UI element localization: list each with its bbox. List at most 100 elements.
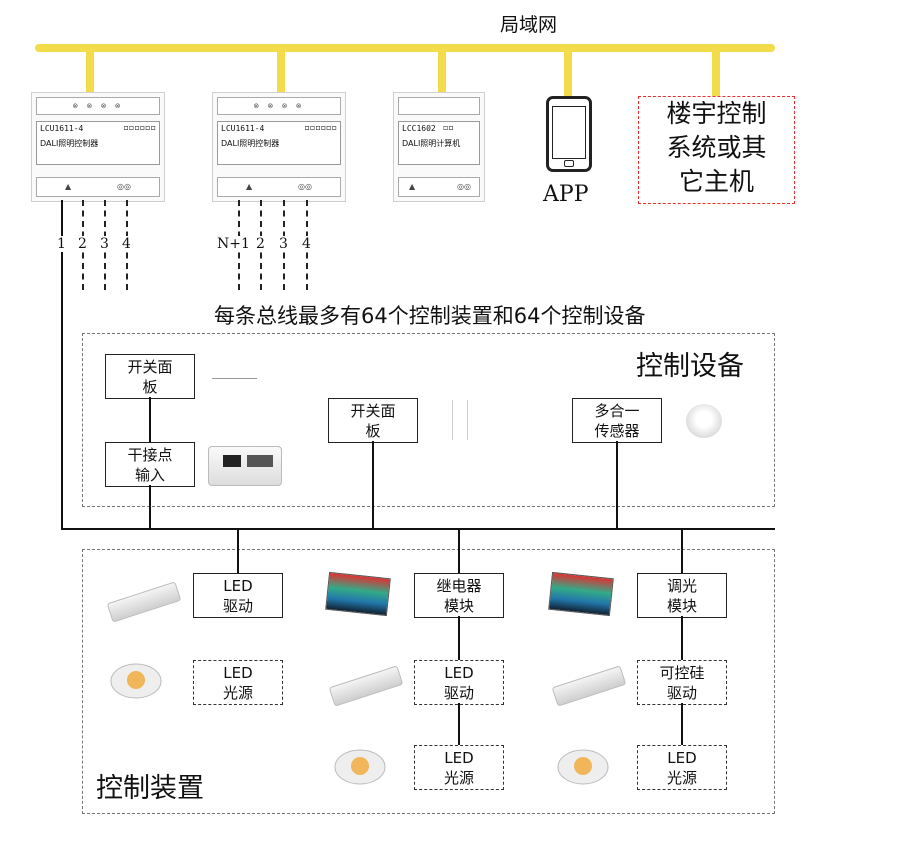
terminal-n2: 2 <box>255 236 266 252</box>
bus-line-1 <box>61 200 63 530</box>
controller-1-bottom-left: ▲ <box>65 182 72 191</box>
led-driver-1-line-1: LED <box>223 576 253 595</box>
switch-panel-2-line-1: 开关面 <box>350 401 396 420</box>
computer-bottom-left: ▲ <box>409 182 416 191</box>
computer-bottom-terminals: ▲ ◎◎ <box>398 177 480 197</box>
scr-driver-line-2: 驱动 <box>666 683 697 702</box>
controller-1-bottom-right: ◎◎ <box>117 182 131 191</box>
dali-bus <box>61 528 775 530</box>
terminal-2: 2 <box>77 236 88 252</box>
controller-2-bottom-left: ▲ <box>246 182 253 191</box>
driver-to-source-line-2 <box>458 703 460 745</box>
led-driver-2-line-2: 驱动 <box>443 683 474 702</box>
bus-capacity-note: 每条总线最多有64个控制装置和64个控制设备 <box>214 304 646 328</box>
lan-drop-app <box>564 52 572 96</box>
controller-1-pins: ▫▫▫▫▫▫ <box>123 123 156 132</box>
led-source-image-2 <box>334 749 386 785</box>
terminal-n4: 4 <box>301 236 312 252</box>
computer-top-bar <box>398 97 480 115</box>
control-gear-region <box>82 549 775 814</box>
led-driver-2: LED 驱动 <box>414 660 504 705</box>
led-source-image-3 <box>557 749 609 785</box>
app-label: APP <box>543 182 589 207</box>
lan-bus <box>35 44 775 52</box>
dry-contact-input: 干接点 输入 <box>105 442 195 487</box>
control-gear-title: 控制装置 <box>96 773 204 804</box>
scr-driver-line-1: 可控硅 <box>659 663 705 682</box>
relay-module: 继电器 模块 <box>414 573 504 618</box>
led-source-3-line-2: 光源 <box>666 768 697 787</box>
controller-1-model: LCU1611-4 <box>40 124 84 133</box>
multi-sensor: 多合一 传感器 <box>572 398 662 443</box>
switch-to-dry-contact-line <box>149 397 151 442</box>
switch-panel-2-bus-drop <box>372 441 374 529</box>
relay-module-line-1: 继电器 <box>436 576 482 595</box>
relay-module-image <box>325 571 391 617</box>
dimming-module-bus-drop <box>681 529 683 573</box>
control-devices-title: 控制设备 <box>636 351 744 382</box>
scr-driver: 可控硅 驱动 <box>637 660 727 705</box>
building-system-line-2: 系统或其 <box>666 133 767 162</box>
terminal-1: 1 <box>56 236 67 252</box>
led-source-image-1 <box>110 663 162 699</box>
scr-to-source-line <box>681 703 683 745</box>
led-source-1: LED 光源 <box>193 660 283 705</box>
led-source-1-line-2: 光源 <box>222 683 253 702</box>
switch-panel-image-1 <box>212 378 257 379</box>
led-driver-1-line-2: 驱动 <box>222 596 253 615</box>
controller-1-name: DALI照明控制器 <box>40 139 99 148</box>
controller-1-panel: LCU1611-4 ▫▫▫▫▫▫ DALI照明控制器 <box>36 121 160 165</box>
dali-lighting-computer: LCC1602 ▫▫ DALI照明计算机 ▲ ◎◎ <box>393 92 485 202</box>
dali-controller-1: ⊗ ⊗ ⊗ ⊗ LCU1611-4 ▫▫▫▫▫▫ DALI照明控制器 ▲ ◎◎ <box>31 92 165 202</box>
controller-2-pins: ▫▫▫▫▫▫ <box>304 123 337 132</box>
computer-bottom-right: ◎◎ <box>457 182 471 191</box>
switch-panel-1: 开关面 板 <box>105 354 195 399</box>
computer-name: DALI照明计算机 <box>402 139 461 148</box>
controller-2-name: DALI照明控制器 <box>221 139 280 148</box>
smartphone-icon <box>546 96 592 172</box>
dimming-module-image <box>548 571 614 617</box>
switch-panel-1-line-2: 板 <box>142 377 158 396</box>
lan-drop-controller-2 <box>277 52 285 94</box>
controller-1-top-terminals: ⊗ ⊗ ⊗ ⊗ <box>36 97 160 115</box>
led-source-3: LED 光源 <box>637 745 727 790</box>
dali-controller-2: ⊗ ⊗ ⊗ ⊗ LCU1611-4 ▫▫▫▫▫▫ DALI照明控制器 ▲ ◎◎ <box>212 92 346 202</box>
dry-contact-line-1: 干接点 <box>127 445 173 464</box>
building-system-line-1: 楼宇控制 <box>666 99 767 128</box>
multi-sensor-bus-drop <box>616 441 618 529</box>
terminal-4: 4 <box>121 236 132 252</box>
switch-panel-image-2 <box>452 400 468 440</box>
led-source-2-line-1: LED <box>444 748 474 767</box>
building-control-system-box: 楼宇控制 系统或其 它主机 <box>638 96 795 204</box>
switch-panel-2-line-2: 板 <box>365 421 381 440</box>
led-source-2: LED 光源 <box>414 745 504 790</box>
dimming-module: 调光 模块 <box>637 573 727 618</box>
dry-contact-module-image <box>208 446 282 486</box>
control-devices-region <box>82 333 775 507</box>
lan-drop-controller-1 <box>86 52 94 94</box>
multi-sensor-line-2: 传感器 <box>594 421 640 440</box>
lan-drop-building <box>712 52 720 96</box>
controller-2-top-terminals: ⊗ ⊗ ⊗ ⊗ <box>217 97 341 115</box>
dry-contact-bus-drop <box>149 485 151 529</box>
terminal-n3: 3 <box>278 236 289 252</box>
led-source-3-line-1: LED <box>667 748 697 767</box>
dimming-to-scr-line <box>681 616 683 660</box>
controller-1-bottom-terminals: ▲ ◎◎ <box>36 177 160 197</box>
switch-panel-2: 开关面 板 <box>328 398 418 443</box>
dimming-module-line-2: 模块 <box>666 596 697 615</box>
computer-panel: LCC1602 ▫▫ DALI照明计算机 <box>398 121 480 165</box>
computer-pins: ▫▫ <box>443 123 454 132</box>
relay-module-bus-drop <box>458 529 460 573</box>
controller-2-panel: LCU1611-4 ▫▫▫▫▫▫ DALI照明控制器 <box>217 121 341 165</box>
switch-panel-1-line-1: 开关面 <box>127 357 173 376</box>
sensor-image <box>686 404 722 438</box>
multi-sensor-line-1: 多合一 <box>594 401 640 420</box>
led-source-2-line-2: 光源 <box>443 768 474 787</box>
led-source-1-line-1: LED <box>223 663 253 682</box>
relay-module-line-2: 模块 <box>443 596 474 615</box>
lan-label: 局域网 <box>500 14 558 36</box>
relay-to-driver-line <box>458 616 460 660</box>
terminal-n1: N+1 <box>216 236 251 252</box>
dimming-module-line-1: 调光 <box>666 576 697 595</box>
